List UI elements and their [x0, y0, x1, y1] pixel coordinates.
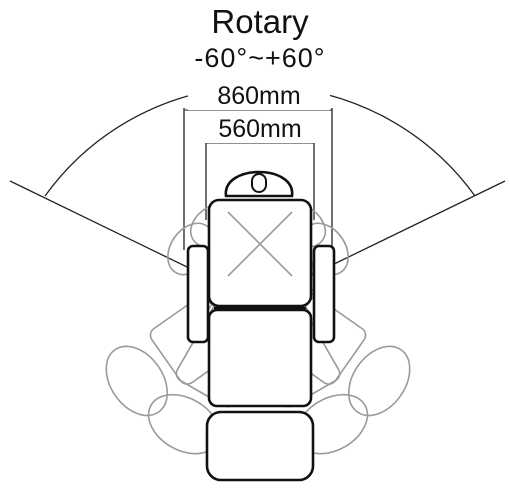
armrest-left — [186, 244, 210, 344]
inner-dimension-label: 560mm — [205, 115, 315, 143]
main-chair — [186, 170, 336, 482]
backrest — [207, 198, 313, 308]
footrest — [205, 410, 315, 482]
rotation-range-label: -60°~+60° — [194, 43, 326, 73]
headrest — [224, 170, 294, 198]
armrest-right — [312, 244, 336, 344]
seat — [207, 308, 313, 408]
figure-title: Rotary — [211, 3, 309, 40]
outer-dimension-label: 860mm — [188, 82, 330, 110]
head-hole — [251, 173, 267, 193]
